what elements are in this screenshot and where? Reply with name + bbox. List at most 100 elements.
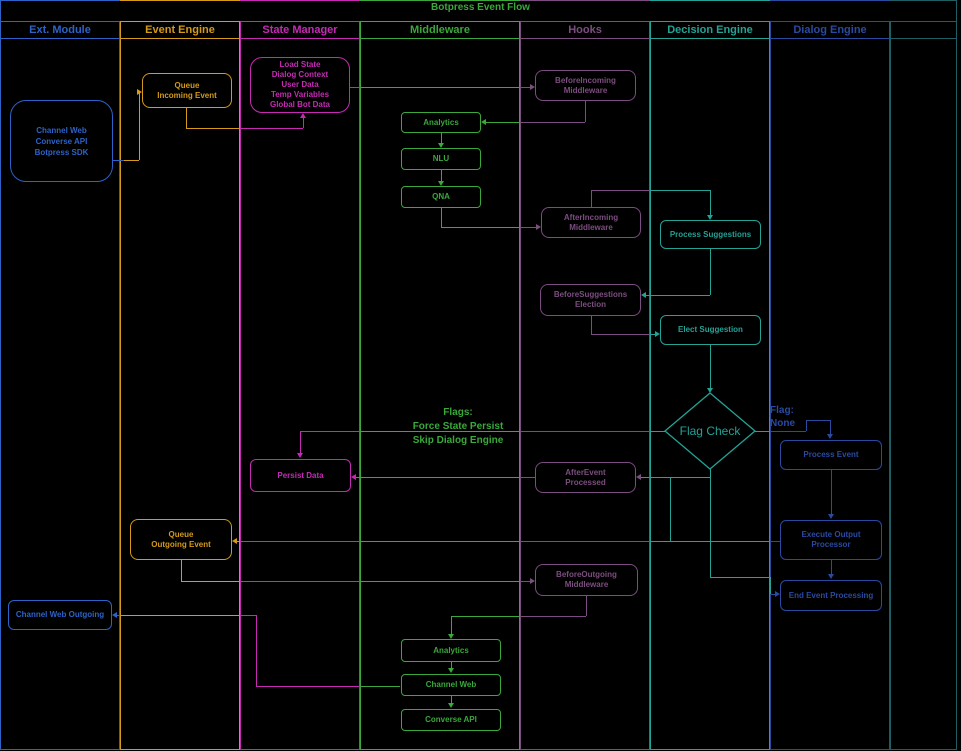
lane-header-ext: Ext. Module (0, 21, 120, 39)
node-nlu: NLU (401, 148, 481, 170)
lane-header-state: State Manager (240, 21, 360, 39)
flag-left-label-line: Force State Persist (412, 421, 504, 432)
node-label-line: Load State (279, 60, 321, 69)
node-label-line: Channel Web (425, 680, 477, 689)
lane-column-ext (0, 39, 120, 750)
lane-top-border-ext (0, 0, 120, 1)
node-label-line: Analytics (433, 645, 469, 655)
node-label-line: QNA (432, 192, 450, 201)
lane-header-middleware: Middleware (360, 21, 520, 39)
lane-column-state (240, 39, 360, 750)
lane-top-border-decision (650, 0, 770, 1)
lane-top-border-hooks (520, 0, 650, 1)
title-band-right-edge (956, 0, 957, 21)
node-flag-check: Flag Check (665, 393, 755, 469)
node-label-line: Processor (811, 540, 851, 549)
node-label-line: Channel Web Outgoing (15, 610, 105, 619)
node-persist-data: Persist Data (250, 459, 351, 492)
node-label-line: User Data (281, 80, 319, 89)
node-label-line: Persist Data (277, 470, 324, 480)
flag-right-label-line: None (770, 418, 795, 429)
node-analytics-incoming: Analytics (401, 112, 481, 133)
flag-right-label: Flag: None (770, 404, 812, 430)
lane-column-event (120, 39, 240, 750)
node-label-line: Global Bot Data (269, 100, 330, 109)
node-label-line: AfterEvent (565, 467, 606, 477)
flag-left-label-line: Skip Dialog Engine (412, 435, 504, 446)
lane-column-hooks (520, 39, 650, 750)
node-channel-web-outgoing: Channel Web Outgoing (8, 600, 112, 630)
node-label-line: Analytics (423, 117, 459, 127)
node-label-line: Middleware (569, 222, 613, 232)
lane-header-label: Event Engine (145, 24, 215, 36)
flag-left-label-line: Flags: (443, 407, 473, 418)
node-flag-check-shape (664, 392, 756, 470)
node-converse-api: Converse API (401, 709, 501, 731)
lane-top-border-dialog (770, 0, 890, 1)
title-band-left-edge (0, 0, 1, 21)
lane-header-label: Dialog Engine (793, 24, 867, 36)
lane-header-label: Decision Engine (667, 24, 753, 36)
node-label-line: BeforeOutgoing (556, 570, 617, 579)
node-label-line: Elect Suggestion (678, 325, 743, 334)
node-channel-web-middleware: Channel Web (401, 674, 501, 696)
node-label-line: Converse API (425, 715, 477, 724)
lane-header-label: Hooks (568, 24, 602, 36)
lane-header-hooks: Hooks (520, 21, 650, 39)
node-label: Flag Check (679, 424, 741, 438)
lane-column-decision (650, 39, 770, 750)
node-label-line: Channel Web (36, 125, 87, 135)
lane-column-middleware (360, 39, 520, 750)
node-label-line: Botpress SDK (34, 147, 89, 157)
node-label-line: BeforeIncoming (555, 75, 616, 85)
lane-header-event: Event Engine (120, 21, 240, 39)
lane-header-extra (890, 21, 957, 39)
node-label-line: Process Event (803, 450, 859, 459)
node-label-line: End Event Processing (788, 590, 874, 600)
node-elect-suggestion: Elect Suggestion (660, 315, 761, 345)
node-qna: QNA (401, 186, 481, 208)
node-label-line: Process Suggestions (669, 229, 752, 239)
node-label-line: Middleware (564, 580, 609, 589)
node-label-line: Middleware (563, 85, 608, 95)
node-label-line: Queue (174, 80, 200, 90)
node-label-line: BeforeSuggestions (553, 290, 628, 299)
lane-header-label: State Manager (262, 24, 338, 36)
flag-right-label-line: Flag: (770, 405, 794, 416)
lane-top-border-middleware (360, 0, 520, 1)
node-process-event: Process Event (780, 440, 882, 470)
lane-header-label: Middleware (410, 24, 470, 36)
node-label-line: Converse API (35, 136, 88, 146)
node-end-event-processing: End Event Processing (780, 580, 882, 611)
lane-header-label: Ext. Module (29, 24, 91, 36)
node-label-line: Election (574, 300, 607, 309)
node-label-line: Processed (565, 477, 606, 487)
node-label-line: AfterIncoming (563, 212, 619, 222)
lane-top-border-extra (890, 0, 957, 1)
node-process-suggestions: Process Suggestions (660, 220, 761, 249)
node-label-line: Dialog Context (271, 70, 329, 79)
lane-top-border-event (120, 0, 240, 1)
lane-column-extra (890, 39, 957, 750)
diagram-title: Botpress Event Flow (431, 2, 530, 13)
lane-column-dialog (770, 39, 890, 750)
node-label-line: Outgoing Event (151, 539, 211, 549)
lane-header-decision: Decision Engine (650, 21, 770, 39)
lane-top-border-state (240, 0, 360, 1)
node-label-line: Temp Variables (270, 90, 330, 99)
node-label-line: Incoming Event (157, 90, 217, 100)
node-label-line: Queue (168, 529, 194, 539)
node-label-line: NLU (432, 154, 450, 163)
